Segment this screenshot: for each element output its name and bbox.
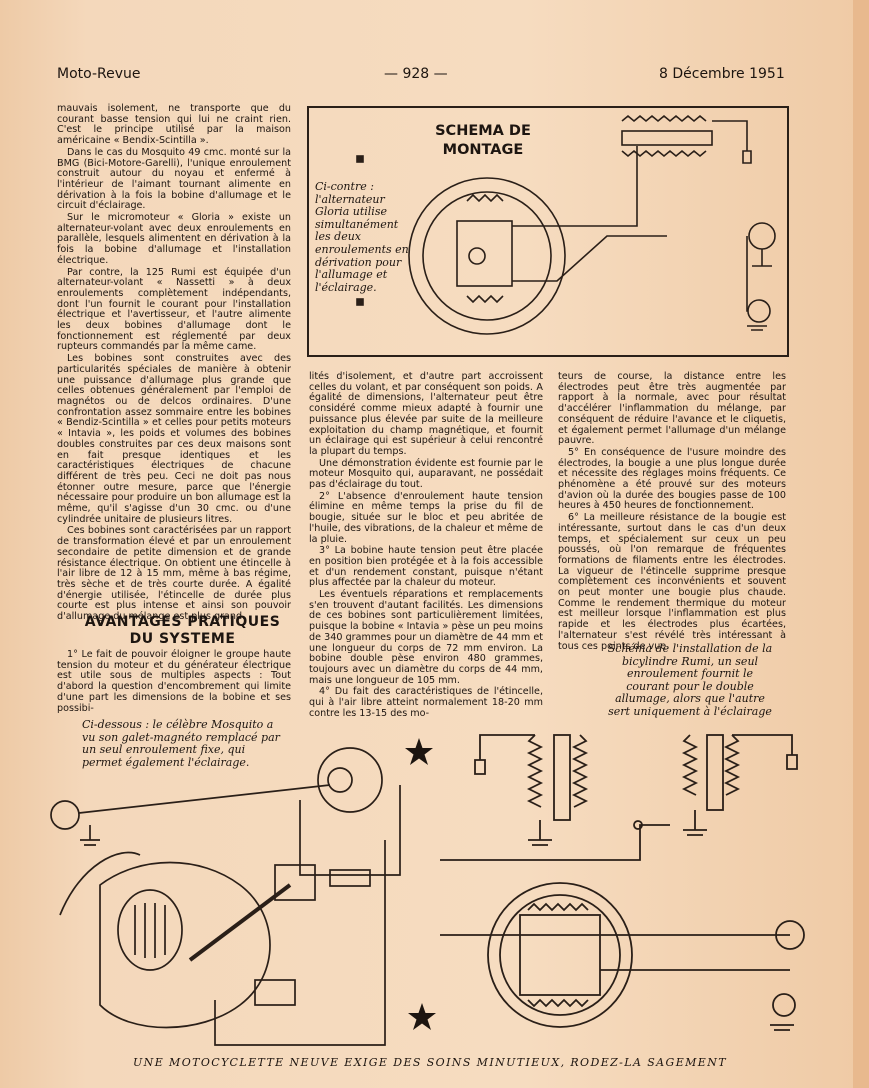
paragraph: Dans le cas du Mosquito 49 cmc. monté su… bbox=[57, 146, 291, 212]
spark-plug-icon bbox=[786, 754, 798, 770]
footer-slogan: UNE MOTOCYCLETTE NEUVE EXIGE DES SOINS M… bbox=[133, 1056, 727, 1069]
paragraph: Les éventuels réparations et remplacemen… bbox=[309, 589, 543, 686]
wire-bottom bbox=[214, 840, 386, 1046]
page-edge bbox=[853, 0, 869, 1088]
wire-to-coil bbox=[512, 146, 638, 227]
tail-lamp-icon bbox=[772, 993, 796, 1017]
spark-plug-icon bbox=[742, 150, 752, 164]
paragraph: 3° La bobine haute tension peut être pla… bbox=[309, 545, 543, 589]
stator-winding-bottom bbox=[527, 998, 589, 1008]
paragraph: Sur le micromoteur « Gloria » existe un … bbox=[57, 212, 291, 266]
paragraph: Par contre, la 125 Rumi est équipée d'un… bbox=[57, 266, 291, 353]
paragraph: 6° La meilleure résistance de la bougie … bbox=[558, 512, 786, 652]
headlamp-icon bbox=[317, 747, 383, 813]
bullet-square bbox=[356, 155, 364, 163]
ignition-coil-primary bbox=[621, 114, 707, 123]
paragraph: Les bobines sont construites avec des pa… bbox=[57, 353, 291, 525]
ground-symbol bbox=[528, 820, 552, 846]
caption-mosquito: Ci-dessous : le célèbre Mosquito a vu so… bbox=[82, 718, 280, 769]
spark-plug-icon bbox=[474, 759, 486, 775]
flywheel-coil bbox=[117, 889, 183, 971]
bullet-square bbox=[356, 298, 364, 306]
column-3: teurs de course, la distance entre les é… bbox=[558, 371, 786, 653]
wire-tail-lamp bbox=[746, 236, 748, 312]
paragraph: lités d'isolement, et d'autre part accro… bbox=[309, 371, 543, 457]
ground-symbol bbox=[683, 810, 707, 836]
coil-bottom-winding bbox=[466, 294, 504, 304]
column-2: lités d'isolement, et d'autre part accro… bbox=[309, 371, 543, 721]
tail-lamp-icon bbox=[747, 299, 771, 323]
coil-2-primary bbox=[681, 734, 699, 796]
piston-icon bbox=[274, 864, 316, 901]
ground-symbol bbox=[80, 825, 100, 846]
alternator-stator bbox=[519, 914, 601, 996]
paragraph: 5° En conséquence de l'usure moindre des… bbox=[558, 446, 786, 512]
schema-box-title: SCHEMA DE MONTAGE bbox=[418, 122, 548, 160]
coil-1-core bbox=[553, 734, 571, 821]
coil-windings bbox=[134, 903, 166, 958]
caption-rumi: Schéma de l'installation de la bicylindr… bbox=[607, 642, 773, 718]
header-date: 8 Décembre 1951 bbox=[659, 66, 785, 82]
tail-lamp-icon bbox=[50, 800, 80, 830]
coil-2-secondary bbox=[723, 734, 741, 796]
stator-core bbox=[456, 220, 513, 287]
headlamp-bulb bbox=[327, 767, 353, 793]
capacitor-symbol bbox=[468, 247, 486, 265]
star-icon bbox=[408, 1003, 436, 1030]
gear-outline bbox=[59, 851, 141, 916]
coil-1-secondary bbox=[571, 734, 589, 808]
flywheel-inner-circle bbox=[422, 191, 552, 321]
hv-lead-2 bbox=[732, 734, 793, 755]
gloria-wiring-diagram bbox=[356, 114, 776, 335]
paragraph: 2° L'absence d'enroulement haute tension… bbox=[309, 490, 543, 545]
section-title-line-2: DU SYSTEME bbox=[129, 631, 236, 647]
hv-lead-1 bbox=[479, 734, 535, 760]
ignition-coil-secondary bbox=[621, 149, 707, 158]
wire-right bbox=[299, 785, 401, 876]
header-magazine-name: Moto-Revue bbox=[57, 66, 141, 82]
ground-symbol bbox=[747, 325, 767, 331]
connecting-rod bbox=[188, 883, 292, 962]
headlamp-icon bbox=[748, 222, 776, 250]
section-title-line-1: AVANTAGES PRATIQUES bbox=[84, 614, 281, 630]
coil-top-winding bbox=[466, 193, 504, 203]
ground-symbol bbox=[770, 1024, 794, 1031]
paragraph: teurs de course, la distance entre les é… bbox=[558, 371, 786, 447]
ignition-coil-core bbox=[621, 130, 713, 146]
hv-lead bbox=[712, 120, 748, 151]
coil-2-core bbox=[706, 734, 724, 811]
spark-plug-icon bbox=[329, 869, 371, 887]
column-1-top: mauvais isolement, ne transporte que du … bbox=[57, 103, 291, 624]
wire-lamps bbox=[78, 784, 331, 814]
column-1-bottom: 1° Le fait de pouvoir éloigner le groupe… bbox=[57, 649, 291, 715]
paragraph: 1° Le fait de pouvoir éloigner le groupe… bbox=[57, 649, 291, 714]
paragraph: mauvais isolement, ne transporte que du … bbox=[57, 103, 291, 147]
rumi-wiring-diagram bbox=[440, 734, 805, 1031]
caption-gloria: Ci-contre : l'alternateur Gloria utilise… bbox=[315, 180, 409, 294]
flywheel-outer-circle bbox=[408, 177, 566, 335]
breaker-box bbox=[254, 979, 296, 1006]
schema-box bbox=[307, 106, 789, 357]
crankcase-outline bbox=[99, 861, 271, 1029]
headlamp-icon bbox=[775, 920, 805, 950]
ground-symbol bbox=[752, 249, 772, 267]
stator-winding-top bbox=[527, 902, 589, 912]
paragraph: Ces bobines sont caractérisées par un ra… bbox=[57, 525, 291, 623]
alternator-outer-circle bbox=[487, 882, 633, 1028]
coil-1-primary bbox=[526, 734, 544, 808]
schema-title-line-1: SCHEMA DE bbox=[435, 123, 531, 139]
header-page-number: — 928 — bbox=[384, 66, 448, 82]
wire-to-lamp bbox=[512, 235, 667, 282]
schema-title-line-2: MONTAGE bbox=[442, 142, 524, 158]
wire-breaker bbox=[440, 824, 670, 861]
paragraph: 4° Du fait des caractéristiques de l'éti… bbox=[309, 686, 543, 719]
breaker-contact bbox=[633, 820, 643, 830]
paragraph: Une démonstration évidente est fournie p… bbox=[309, 457, 543, 491]
alternator-inner-circle bbox=[499, 894, 621, 1016]
star-icon bbox=[405, 738, 433, 765]
mosquito-engine-illustration bbox=[50, 747, 401, 1046]
section-title: AVANTAGES PRATIQUES DU SYSTEME bbox=[60, 614, 305, 648]
